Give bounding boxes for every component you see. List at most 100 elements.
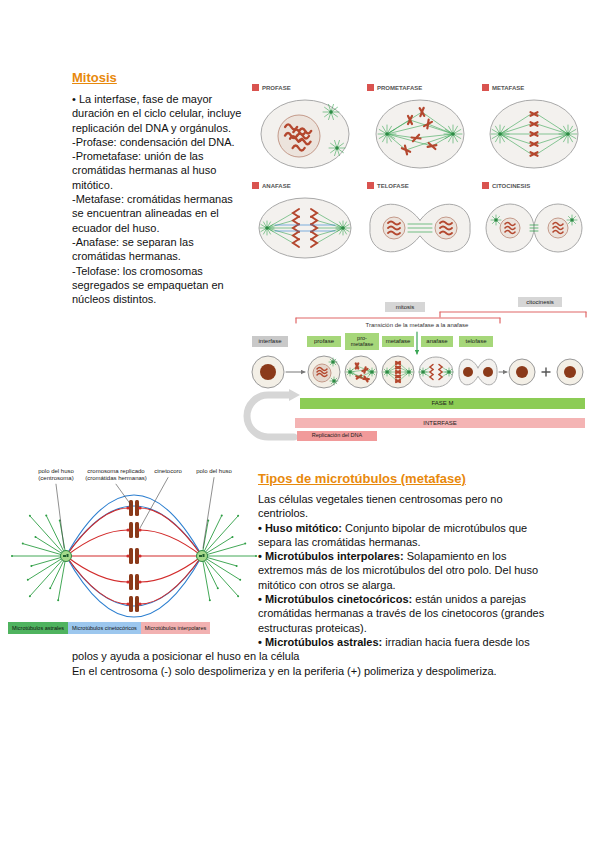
centrosome xyxy=(370,370,374,374)
chromatid xyxy=(531,142,538,146)
cycle-arrowhead xyxy=(289,389,300,401)
bold-term: • Microtúbulos cinetocóricos: xyxy=(258,593,412,605)
centrosome xyxy=(385,132,389,136)
fiber xyxy=(422,112,453,134)
legend-text: Microtúbulos astrales xyxy=(12,625,64,631)
centriole xyxy=(199,555,202,557)
chromatid xyxy=(430,375,433,380)
phase-box: profase xyxy=(307,336,341,347)
chromatid xyxy=(402,146,410,155)
kinetochore-microtubule xyxy=(66,508,128,556)
phase-box: telofase xyxy=(459,336,493,347)
cell-outline xyxy=(486,204,534,252)
microtubule-end xyxy=(30,565,32,567)
astral-microtubule xyxy=(202,516,238,556)
paragraph: -Telofase: los cromosomas segregados se … xyxy=(72,264,244,307)
bold-term: • Huso mitótico: xyxy=(258,522,342,534)
chromosome xyxy=(396,371,400,373)
cell-outline xyxy=(534,204,582,252)
part-label: polo del huso (centrosoma) xyxy=(30,468,82,481)
chromatid xyxy=(420,108,425,116)
cell-outline xyxy=(345,356,377,388)
nucleus xyxy=(564,366,576,378)
microtubule-end xyxy=(244,543,246,545)
centrosome xyxy=(498,132,502,136)
chromosome xyxy=(396,362,400,364)
chromatid xyxy=(293,209,299,217)
chromosome xyxy=(424,120,432,129)
kinetochore xyxy=(126,506,129,509)
body-text: • La interfase, fase de mayor duración e… xyxy=(72,93,241,134)
astral-microtubule xyxy=(202,556,238,596)
centrosome xyxy=(421,370,425,374)
chromatid xyxy=(311,239,317,247)
centrosome xyxy=(566,132,570,136)
fiber xyxy=(267,221,293,229)
phase-box: interfase xyxy=(252,336,288,347)
chromosome xyxy=(531,142,538,146)
chromosome xyxy=(531,112,538,116)
phase-label: mitosis xyxy=(396,304,415,310)
chromatid xyxy=(396,367,400,369)
fiber xyxy=(267,228,293,243)
nucleus xyxy=(463,367,473,377)
body-text: -Prometafase: unión de las cromátidas he… xyxy=(72,150,216,191)
chromatid xyxy=(531,112,538,116)
chromatid xyxy=(396,376,400,378)
nucleus xyxy=(260,364,276,380)
chromatid xyxy=(531,122,538,126)
phase-label: Replicación del DNA xyxy=(312,433,362,439)
paragraph: -Profase: condensación del DNA. xyxy=(72,135,244,149)
chromatid xyxy=(129,596,133,612)
cell-outline xyxy=(261,100,349,168)
body-text: -Telofase: los cromosomas segregados se … xyxy=(72,265,224,306)
chromatid xyxy=(408,116,412,124)
microtubule-end xyxy=(255,555,257,557)
fiber xyxy=(408,228,432,229)
kinetochore-microtubule xyxy=(66,555,128,556)
legend-swatch: Microtúbulos astrales xyxy=(8,622,68,634)
cell-outline xyxy=(509,359,535,385)
chromatid xyxy=(356,364,359,369)
phase-box: Replicación del DNA xyxy=(297,431,377,441)
interpolar-microtubule xyxy=(66,495,202,556)
fiber xyxy=(530,231,538,232)
nucleus xyxy=(383,217,405,239)
chromosome xyxy=(299,128,311,133)
kinetochore xyxy=(126,554,129,557)
phase-panel: METAFASE xyxy=(480,82,588,174)
microtubule-end xyxy=(209,599,211,601)
phase-box: citocinesis xyxy=(518,297,562,307)
chromatid xyxy=(135,574,139,590)
fiber xyxy=(408,232,432,233)
leader-line xyxy=(203,478,214,548)
chromatid xyxy=(420,108,425,116)
chromosome xyxy=(531,132,538,136)
chromosome xyxy=(363,377,369,382)
microtubule-end xyxy=(29,595,31,597)
kinetochore xyxy=(126,528,129,531)
phase-drawing xyxy=(367,84,464,168)
chromatid xyxy=(424,120,432,129)
phase-label: INTERFASE xyxy=(423,420,456,426)
astral-microtubule xyxy=(58,556,66,600)
centrosome xyxy=(197,551,208,562)
fiber xyxy=(530,228,538,229)
phase-panel: ANAFASE xyxy=(250,180,360,264)
chromosome xyxy=(388,222,400,225)
kinetochore-microtubule xyxy=(140,556,202,604)
chromatid xyxy=(531,142,538,146)
fiber xyxy=(275,231,335,232)
nucleus xyxy=(483,367,493,377)
phase-label: citocinesis xyxy=(526,299,554,305)
chromatid xyxy=(531,152,538,156)
paragraph: Las células vegetales tienen centrosomas… xyxy=(258,492,550,521)
arrow xyxy=(286,372,305,373)
chromosome xyxy=(505,223,515,226)
chromosome xyxy=(317,374,327,377)
interpolar-microtubule xyxy=(66,556,202,606)
interpolar-microtubule xyxy=(66,556,202,617)
panel-marker xyxy=(367,84,374,91)
chromosome xyxy=(396,367,400,369)
chromosome xyxy=(285,133,297,138)
